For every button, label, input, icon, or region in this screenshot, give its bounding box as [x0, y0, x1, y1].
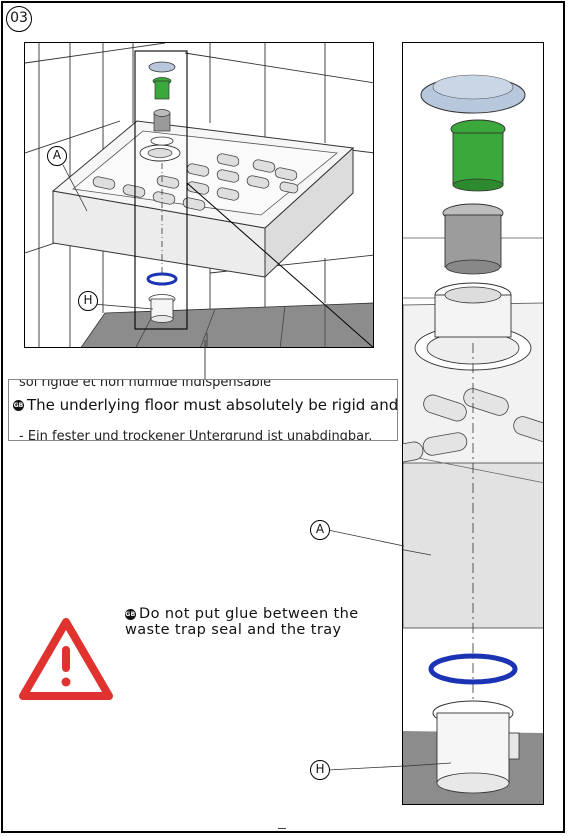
tray-front-face	[403, 462, 543, 629]
assembly-overview-panel	[24, 42, 374, 348]
clipped-line-de: - Ein fester und trockener Untergrund is…	[19, 429, 373, 441]
clipped-line-fr: sol rigide et non humide indispensable	[19, 379, 272, 390]
callout-h-detail: H	[310, 760, 330, 780]
glue-warning-note: GB Do not put glue between the waste tra…	[125, 606, 359, 638]
floor-requirement-note: sol rigide et non humide indispensable G…	[8, 379, 398, 441]
gb-flag-icon: GB	[125, 608, 136, 620]
seal-ring	[146, 272, 178, 286]
callout-h-overview: H	[78, 291, 98, 311]
trap-body-detail	[436, 712, 510, 784]
detail-frame	[134, 50, 188, 330]
callout-h-leader	[92, 303, 154, 310]
gb-flag-icon: GB	[13, 399, 24, 411]
anti-slip-pads	[92, 153, 299, 211]
shower-tray-exploded-view	[25, 43, 373, 347]
drain-exploded-detail	[403, 74, 543, 804]
detail-leader	[186, 182, 373, 347]
drain-detail-panel	[402, 42, 544, 805]
warning-triangle-icon	[19, 618, 113, 700]
grate-cover	[148, 61, 176, 73]
callout-a-leader	[62, 164, 88, 212]
filter-body	[154, 80, 170, 100]
note-leader	[204, 340, 206, 382]
seal-ring-detail	[428, 653, 518, 685]
cup-body-detail	[444, 214, 502, 268]
callout-a-overview: A	[47, 146, 67, 166]
page-mark	[278, 828, 286, 833]
warning-line-2: waste trap seal and the tray	[125, 622, 342, 638]
floor-note-main-line: GB The underlying floor must absolutely …	[13, 396, 398, 414]
trap-outlet	[508, 732, 520, 760]
filter-body-detail	[452, 132, 504, 186]
tray-anti-slip-pads	[403, 388, 543, 463]
step-number-badge: 03	[6, 6, 32, 32]
detail-callout-leaders	[328, 529, 405, 771]
cup-rim	[153, 109, 171, 117]
floor-note-text: The underlying floor must absolutely be …	[27, 396, 398, 414]
flange-ring	[150, 136, 174, 146]
warning-line-1: Do not put glue between the	[139, 606, 359, 622]
callout-a-detail: A	[310, 520, 330, 540]
